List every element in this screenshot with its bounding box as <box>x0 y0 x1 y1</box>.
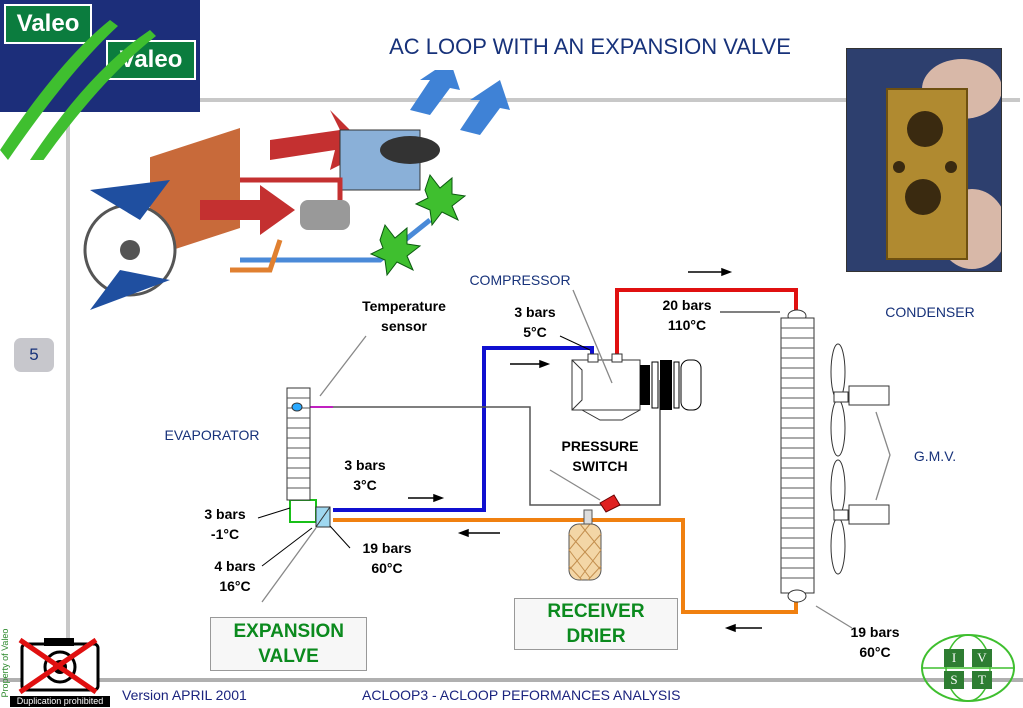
suction-line <box>333 346 594 512</box>
slide-number: 5 <box>14 338 54 372</box>
reading-evap-in: 3 bars -1°C <box>204 506 246 542</box>
evaporator-label: EVAPORATOR <box>164 427 260 443</box>
condenser-label: CONDENSER <box>885 304 975 320</box>
footer-document: ACLOOP3 - ACLOOP PEFORMANCES ANALYSIS <box>362 687 681 703</box>
hot-gas-line <box>615 288 798 355</box>
receiver-drier-text: RECEIVER DRIER <box>547 601 645 647</box>
green-swoosh-icon <box>0 20 156 160</box>
temperature-sensor-label: Temperature sensor <box>362 298 446 334</box>
expansion-valve-photo <box>846 48 1007 272</box>
ivst-logo: I V S T <box>920 633 1016 702</box>
evaporator <box>286 387 311 501</box>
receiver-drier-label: RECEIVER DRIER <box>514 598 678 650</box>
condenser-icon <box>780 309 815 603</box>
reading-compressor-out: 20 bars 110°C <box>662 297 712 333</box>
reading-valve-bulb: 4 bars 16°C <box>214 558 256 594</box>
expansion-valve-text: EXPANSION VALVE <box>233 621 345 667</box>
footer-version: Version APRIL 2001 <box>122 687 247 703</box>
liquid-line <box>333 518 798 614</box>
valeo-logo-area: Valeo Valeo <box>0 0 200 160</box>
valeo-logo-1: Valeo <box>4 4 92 44</box>
duplication-prohibited-text: Duplication prohibited <box>10 696 110 707</box>
ivst-letter-s: S <box>950 672 958 687</box>
reading-liquid-line: 19 bars 60°C <box>362 540 412 576</box>
pressure-switch-label: PRESSURE SWITCH <box>561 438 639 474</box>
reading-condenser-out: 19 bars 60°C <box>850 624 900 660</box>
compressor-label: COMPRESSOR <box>469 272 571 288</box>
ac-system-illustration <box>83 70 510 310</box>
expansion-valve-label: EXPANSION VALVE <box>210 617 367 671</box>
ivst-letter-v: V <box>977 650 987 665</box>
receiver-drier-icon <box>568 494 621 581</box>
no-camera-icon <box>14 634 110 696</box>
reading-compressor-in: 3 bars 5°C <box>514 304 556 340</box>
compressor-icon <box>571 353 702 421</box>
reading-evap-out: 3 bars 3°C <box>344 457 386 493</box>
gmv-label: G.M.V. <box>913 448 957 464</box>
fan-icon <box>830 343 890 575</box>
property-vertical-text: Property of Valeo <box>0 628 10 698</box>
ivst-letter-t: T <box>978 672 986 687</box>
page-title: AC LOOP WITH AN EXPANSION VALVE <box>389 34 791 59</box>
ivst-letter-i: I <box>951 650 957 665</box>
